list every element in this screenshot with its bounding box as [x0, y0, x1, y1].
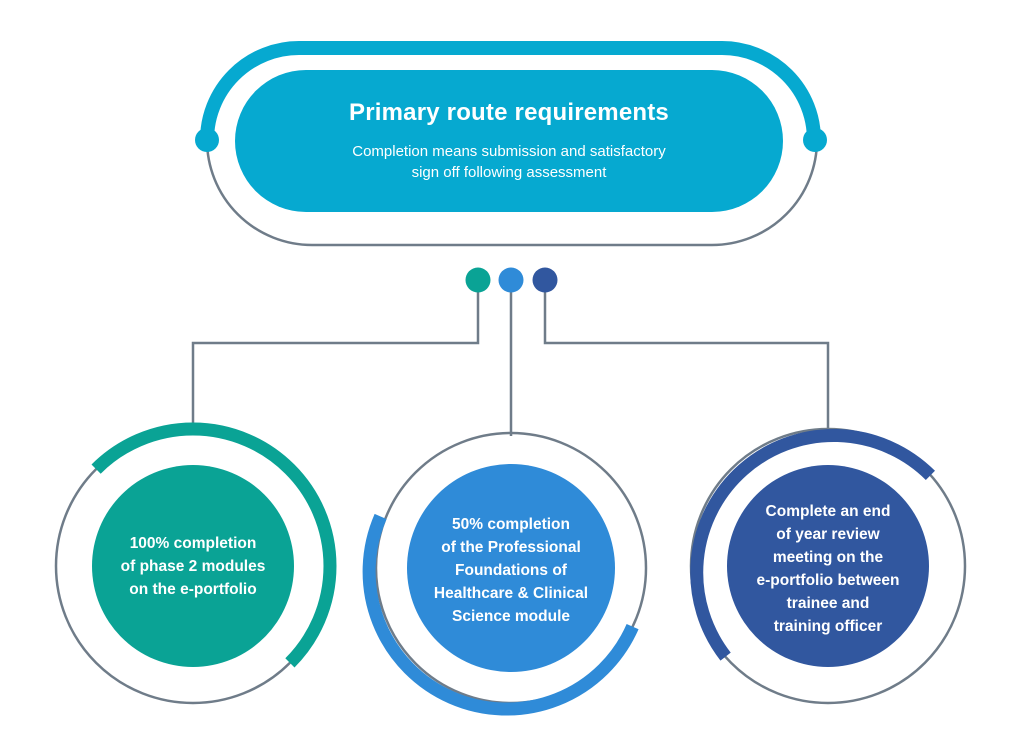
requirement-text-line: of phase 2 modules: [120, 557, 266, 575]
requirement-foundations-text: 50% completion of the Professional Found…: [416, 500, 606, 640]
circle-middle-fill: [407, 464, 615, 672]
title-frame-bottom-arc: [205, 139, 819, 247]
diagram-title: Primary route requirements: [349, 99, 669, 126]
connector-dot-teal: [465, 267, 491, 293]
circle-right-fill: [727, 465, 929, 667]
requirement-text-line: 50% completion: [452, 515, 570, 533]
title-frame-left-dot: [195, 128, 219, 152]
requirement-text-line: of the Professional: [441, 538, 581, 556]
requirement-text-line: meeting on the: [772, 549, 884, 566]
requirement-text-line: Science module: [451, 607, 570, 625]
requirement-text-line: training officer: [773, 618, 883, 635]
requirement-text-line: on the e-portfolio: [129, 580, 257, 598]
requirement-phase2-text: 100% completion of phase 2 modules on th…: [103, 496, 283, 636]
connector-left: [191, 292, 480, 428]
requirement-text-line: Complete an end: [765, 503, 891, 520]
requirement-review-text: Complete an end of year review meeting o…: [733, 496, 923, 642]
circle-left-accent-arc: [91, 422, 337, 668]
title-frame-right-dot: [803, 128, 827, 152]
requirement-text-line: 100% completion: [129, 534, 257, 552]
requirement-text-line: Healthcare & Clinical: [433, 584, 589, 602]
circle-left-fill: [92, 465, 294, 667]
connector-dot-blue: [498, 267, 524, 293]
title-frame-top-arc: [200, 41, 821, 141]
circle-right-accent-arc: [690, 428, 935, 661]
connector-dot-navy: [532, 267, 558, 293]
connector-right: [543, 292, 830, 428]
diagram-subtitle-line-2: sign off following assessment: [411, 164, 607, 181]
requirement-text-line: of year review: [776, 526, 880, 543]
circle-middle-accent-arc: [362, 513, 639, 716]
diagram-subtitle-line-1: Completion means submission and satisfac…: [352, 143, 666, 160]
requirement-text-line: trainee and: [786, 595, 870, 612]
requirement-text-line: e-portfolio between: [756, 572, 900, 589]
title-pill: Primary route requirements Completion me…: [235, 70, 783, 212]
requirement-text-line: Foundations of: [455, 561, 567, 579]
